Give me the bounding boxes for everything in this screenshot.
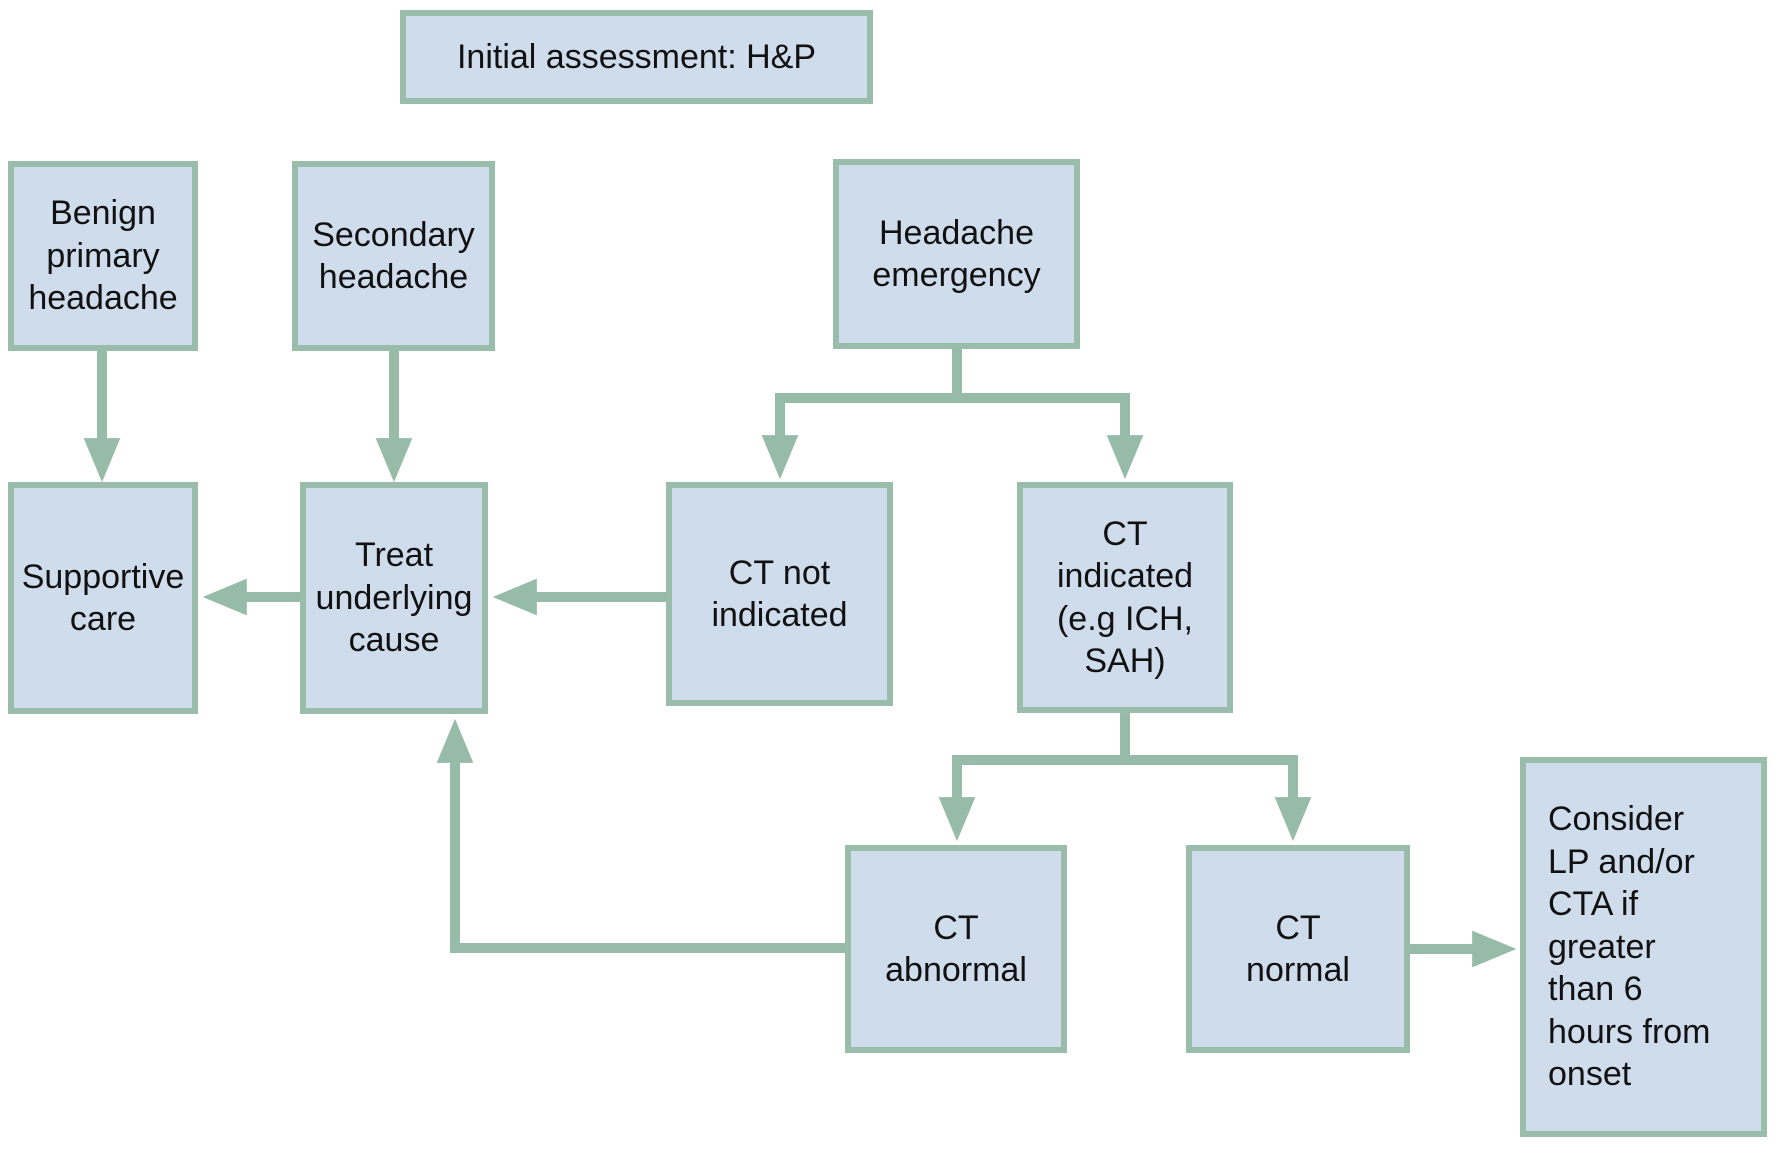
node-ct-abnormal: CT abnormal	[845, 845, 1067, 1053]
node-ct-indicated: CT indicated (e.g ICH, SAH)	[1017, 482, 1233, 713]
node-secondary-headache: Secondary headache	[292, 161, 495, 351]
node-ct-not-indicated: CT not indicated	[666, 482, 893, 706]
node-ct-normal: CT normal	[1186, 845, 1410, 1053]
node-benign-primary-headache: Benign primary headache	[8, 161, 198, 351]
edge-ct-abnormal-to-treat	[436, 718, 845, 953]
node-consider-lp-cta: Consider LP and/or CTA if greater than 6…	[1520, 757, 1767, 1137]
node-treat-underlying-cause: Treat underlying cause	[300, 482, 488, 714]
node-supportive-care: Supportive care	[8, 482, 198, 714]
node-initial-assessment: Initial assessment: H&P	[400, 10, 873, 104]
node-headache-emergency: Headache emergency	[833, 159, 1080, 349]
